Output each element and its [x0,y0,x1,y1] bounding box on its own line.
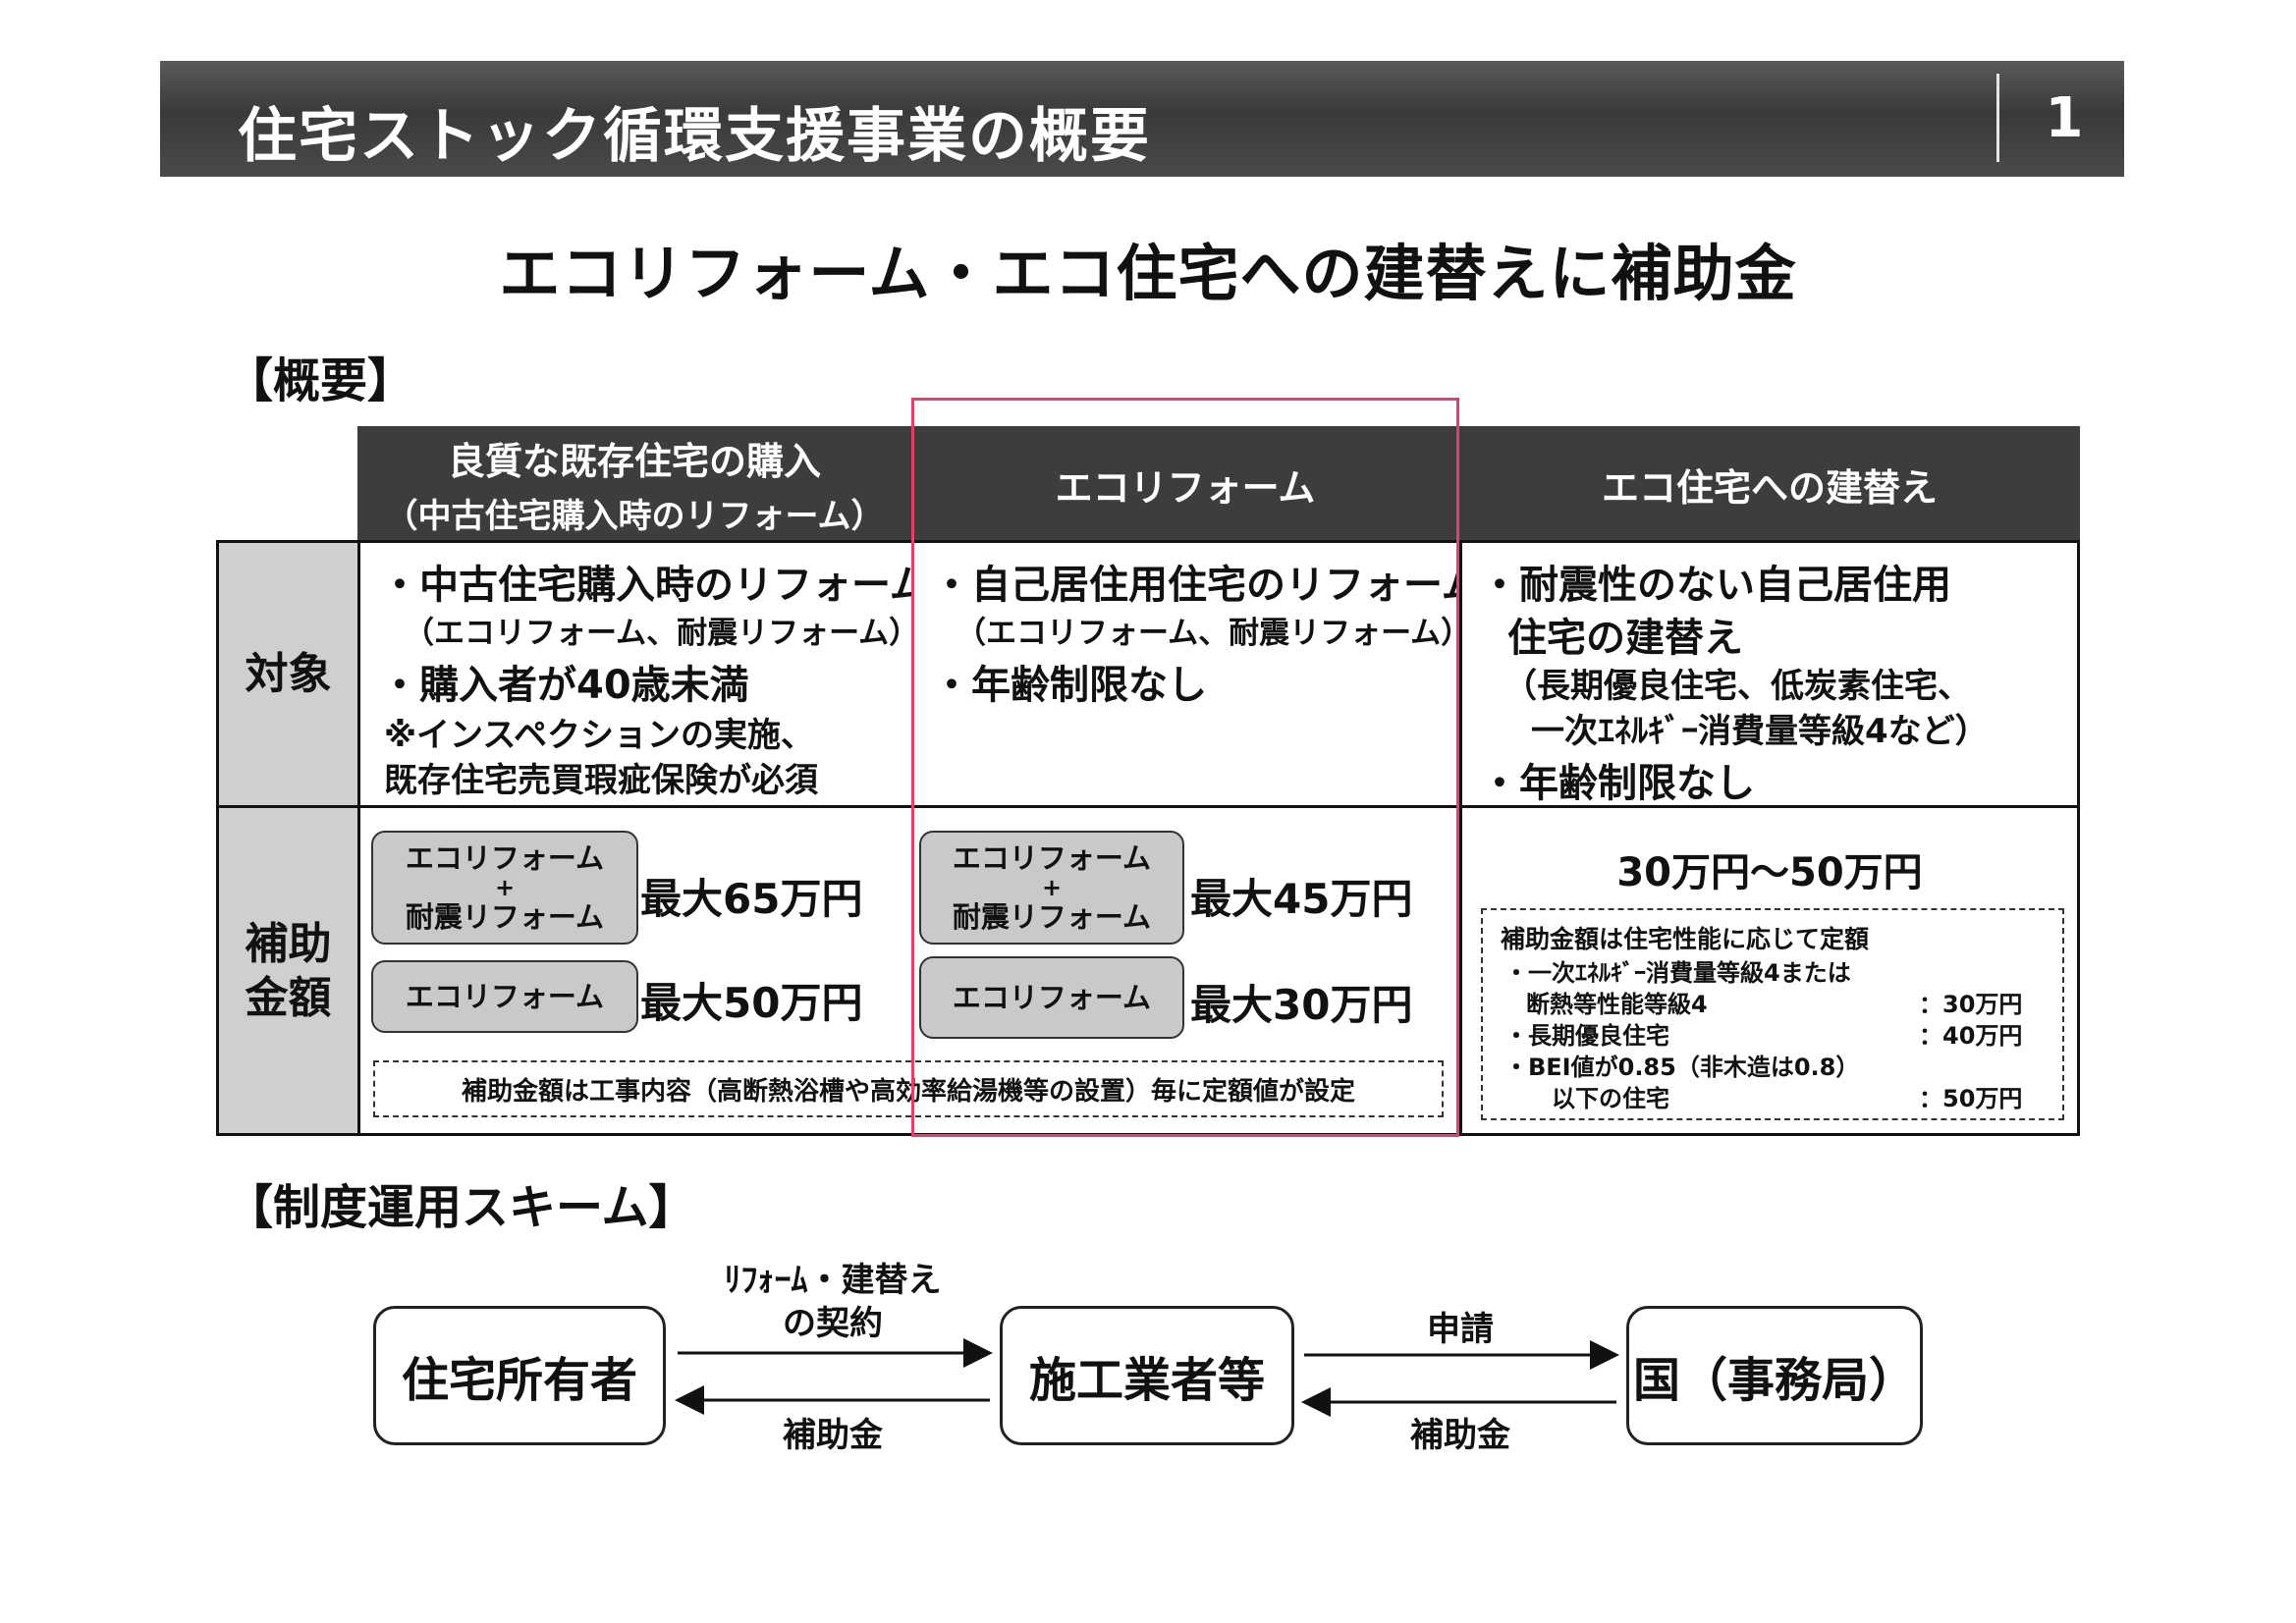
target-cell-eco-reform: ・自己居住用住宅のリフォーム （エコリフォーム、耐震リフォーム） ・年齢制限なし [911,540,1481,808]
row-head-target: 対象 [216,540,360,808]
node-homeowner: 住宅所有者 [373,1306,666,1445]
amount-eco-reform-eco: 最大30万円 [1190,981,1413,1029]
label-contract: ﾘﾌｫｰﾑ・建替え の契約 [724,1261,942,1344]
header-bar [160,61,2124,177]
target-cell-existing: ・中古住宅購入時のリフォーム （エコリフォーム、耐震リフォーム） ・購入者が40… [357,540,929,808]
label-subsidy-left: 補助金 [783,1416,883,1455]
rebuild-subsidy-note: 補助金額は住宅性能に応じて定額 ・一次ｴﾈﾙｷﾞｰ消費量等級4または 断熱等性能… [1481,908,2064,1120]
combo-pill: エコリフォーム + 耐震リフォーム [371,831,638,945]
eco-pill: エコリフォーム [371,960,638,1033]
amount-existing-combo: 最大65万円 [640,875,863,923]
shared-subsidy-note: 補助金額は工事内容（高断熱浴槽や高効率給湯機等の設置）毎に定額値が設定 [373,1060,1444,1117]
node-government: 国（事務局） [1626,1306,1923,1445]
column-header-eco-reform: エコリフォーム [911,426,1459,542]
overview-heading: 【概要】 [226,353,415,408]
label-subsidy-right: 補助金 [1410,1416,1510,1455]
eco-pill: エコリフォーム [919,956,1184,1039]
amount-eco-reform-combo: 最大45万円 [1190,875,1413,923]
scheme-heading: 【制度運用スキーム】 [226,1180,696,1235]
node-contractor: 施工業者等 [1000,1306,1294,1445]
target-cell-eco-rebuild: ・耐震性のない自己居住用 住宅の建替え （長期優良住宅、低炭素住宅、 一次ｴﾈﾙ… [1459,540,2080,808]
column-header-eco-rebuild: エコ住宅への建替え [1459,426,2080,542]
amount-existing-eco: 最大50万円 [640,979,863,1027]
page-number: 1 [2045,86,2084,150]
subtitle: エコリフォーム・エコ住宅への建替えに補助金 [499,238,1797,309]
row-head-subsidy: 補助 金額 [216,805,360,1136]
column-header-existing-purchase: 良質な既存住宅の購入 （中古住宅購入時のリフォーム） [357,426,911,542]
highlight-frame [911,398,1459,1137]
header-divider [1996,74,1999,162]
combo-pill: エコリフォーム + 耐震リフォーム [919,831,1184,945]
subsidy-cell-eco-rebuild [1459,805,2080,1136]
amount-eco-rebuild-range: 30万円～50万円 [1616,850,1923,895]
page-title: 住宅ストック循環支援事業の概要 [238,102,1151,171]
label-apply: 申請 [1427,1310,1494,1349]
